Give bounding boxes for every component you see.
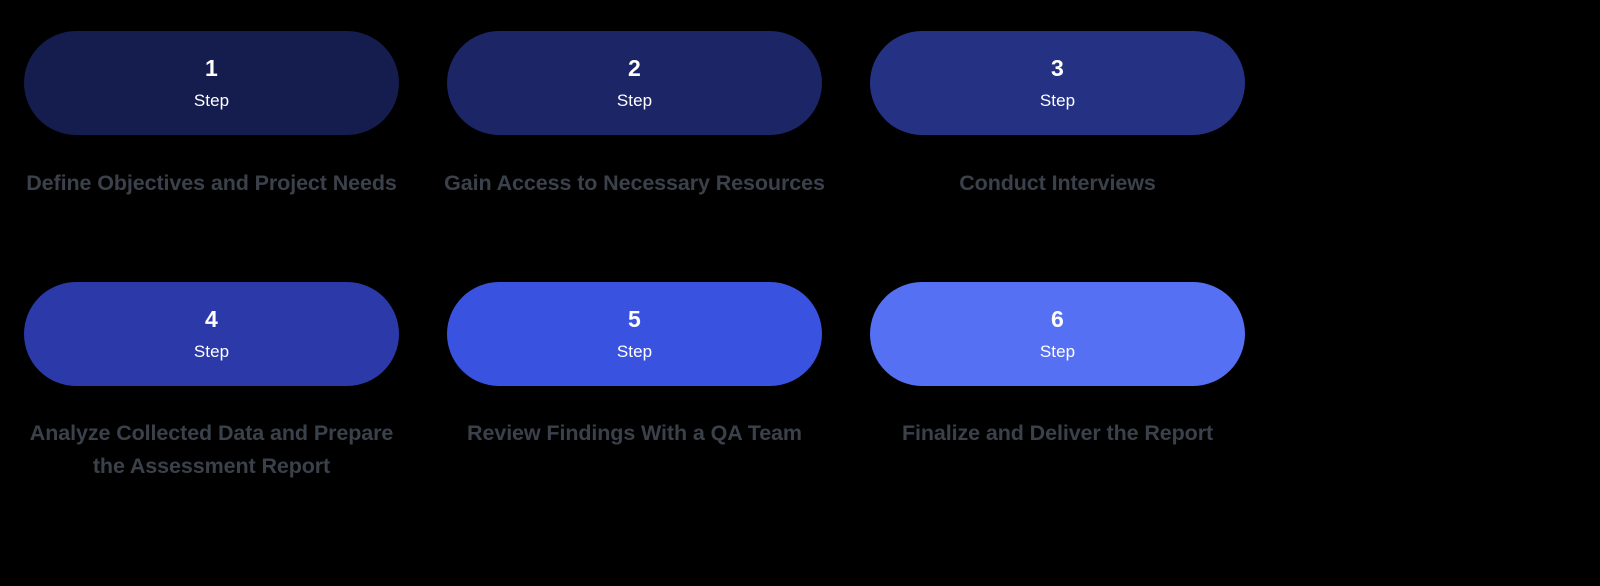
- step-pill-4[interactable]: 4 Step: [24, 282, 399, 386]
- step-cell-3: 3 Step Conduct Interviews: [846, 0, 1269, 265]
- step-number-3: 3: [1051, 55, 1064, 81]
- step-cell-5: 5 Step Review Findings With a QA Team: [423, 265, 846, 546]
- step-pill-3[interactable]: 3 Step: [870, 31, 1245, 135]
- step-caption-6: Finalize and Deliver the Report: [901, 421, 1214, 445]
- step-caption-1: Define Objectives and Project Needs: [26, 171, 397, 195]
- step-cell-1: 1 Step Define Objectives and Project Nee…: [0, 0, 423, 265]
- step-word-label-1: Step: [193, 91, 230, 110]
- step-pill-6[interactable]: 6 Step: [870, 282, 1245, 386]
- step-word-label-3: Step: [1039, 91, 1076, 110]
- step-caption-5: Review Findings With a QA Team: [467, 421, 802, 445]
- step-word-label-6: Step: [1039, 342, 1076, 361]
- step-number-6: 6: [1051, 306, 1064, 332]
- step-number-5: 5: [628, 306, 641, 332]
- step-pill-1[interactable]: 1 Step: [24, 31, 399, 135]
- step-caption-4: Analyze Collected Data and Prepare the A…: [29, 421, 394, 478]
- step-pill-2[interactable]: 2 Step: [447, 31, 822, 135]
- step-word-label-5: Step: [616, 342, 653, 361]
- step-cell-6: 6 Step Finalize and Deliver the Report: [846, 265, 1269, 546]
- step-number-2: 2: [628, 55, 641, 81]
- step-number-1: 1: [205, 55, 218, 81]
- steps-grid: 1 Step Define Objectives and Project Nee…: [0, 0, 1269, 546]
- step-word-label-4: Step: [193, 342, 230, 361]
- step-caption-3: Conduct Interviews: [959, 171, 1156, 195]
- step-pill-5[interactable]: 5 Step: [447, 282, 822, 386]
- step-caption-2: Gain Access to Necessary Resources: [444, 171, 825, 195]
- step-cell-2: 2 Step Gain Access to Necessary Resource…: [423, 0, 846, 265]
- step-cell-4: 4 Step Analyze Collected Data and Prepar…: [0, 265, 423, 546]
- step-word-label-2: Step: [616, 91, 653, 110]
- step-number-4: 4: [205, 306, 218, 332]
